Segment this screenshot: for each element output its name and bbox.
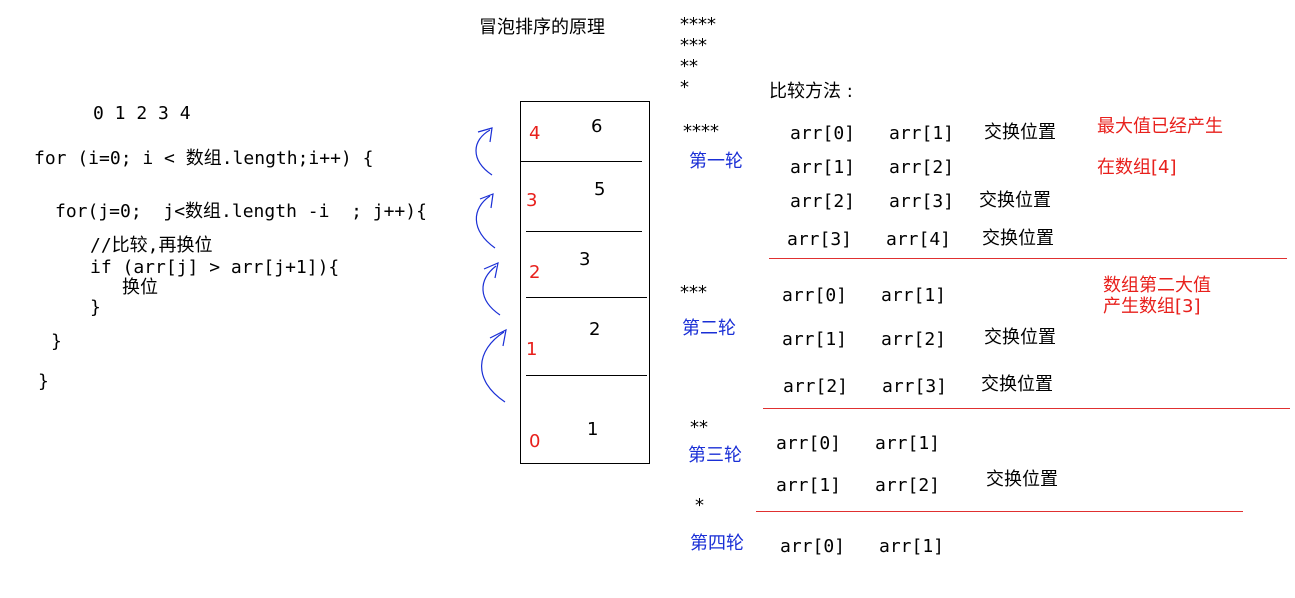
- swap-text: 交换位置: [984, 122, 1056, 143]
- cell-value: 6: [591, 116, 603, 137]
- round-stars: **: [690, 417, 708, 438]
- arrow-curve-1: [475, 129, 493, 176]
- compare-a: arr[1]: [790, 157, 856, 178]
- close-outer-brace: }: [38, 371, 49, 392]
- if-line: if (arr[j] > arr[j+1]){: [90, 257, 340, 278]
- round-note: 在数组[4]: [1097, 157, 1177, 178]
- stars-line: *: [680, 77, 689, 98]
- arrow-curve-3: [482, 265, 501, 316]
- round-separator: [769, 258, 1287, 259]
- cell-value: 5: [594, 179, 606, 200]
- cell-divider-2: [526, 231, 642, 232]
- close-inner-brace: }: [51, 331, 62, 352]
- round-note: 产生数组[3]: [1103, 296, 1201, 317]
- round-label: 第一轮: [689, 151, 743, 172]
- cell-divider-3: [526, 297, 647, 298]
- compare-b: arr[4]: [886, 229, 952, 250]
- cell-index: 3: [526, 190, 538, 211]
- swap-text: 交换位置: [986, 469, 1058, 490]
- round-separator: [756, 511, 1243, 512]
- compare-b: arr[2]: [881, 329, 947, 350]
- cell-index: 2: [529, 262, 541, 283]
- array-box: [520, 101, 650, 464]
- compare-b: arr[3]: [889, 191, 955, 212]
- compare-b: arr[2]: [875, 475, 941, 496]
- arrow-head-4: [489, 328, 507, 347]
- round-label: 第三轮: [688, 445, 742, 466]
- inner-loop-line: for(j=0; j<数组.length -i ; j++){: [55, 201, 427, 222]
- cell-value: 1: [587, 419, 599, 440]
- cell-value: 2: [589, 319, 601, 340]
- round-separator: [763, 408, 1290, 409]
- compare-a: arr[0]: [776, 433, 842, 454]
- compare-a: arr[3]: [787, 229, 853, 250]
- swap-text: 交换位置: [982, 228, 1054, 249]
- stars-line: **: [680, 56, 698, 77]
- round-stars: *: [695, 495, 704, 516]
- round-note: 最大值已经产生: [1097, 116, 1223, 137]
- compare-b: arr[1]: [881, 285, 947, 306]
- cell-index: 4: [529, 123, 541, 144]
- compare-a: arr[0]: [790, 123, 856, 144]
- swap-line: 换位: [122, 277, 158, 298]
- cell-index: 0: [529, 431, 541, 452]
- arrow-curve-4: [481, 331, 506, 403]
- comment-line: //比较,再换位: [90, 235, 213, 256]
- cell-index: 1: [526, 339, 538, 360]
- compare-a: arr[2]: [783, 376, 849, 397]
- compare-b: arr[1]: [875, 433, 941, 454]
- compare-a: arr[0]: [780, 536, 846, 557]
- method-label: 比较方法 :: [769, 81, 853, 102]
- cell-divider-1: [520, 161, 642, 162]
- compare-a: arr[1]: [776, 475, 842, 496]
- outer-loop-line: for (i=0; i < 数组.length;i++) {: [34, 148, 374, 169]
- index-header: 0 1 2 3 4: [93, 103, 191, 124]
- compare-b: arr[1]: [889, 123, 955, 144]
- swap-text: 交换位置: [981, 374, 1053, 395]
- arrow-head-2: [479, 193, 494, 209]
- compare-a: arr[1]: [782, 329, 848, 350]
- arrow-head-1: [477, 127, 493, 143]
- swap-text: 交换位置: [979, 190, 1051, 211]
- swap-text: 交换位置: [984, 327, 1056, 348]
- close-if-brace: }: [90, 297, 101, 318]
- round-label: 第二轮: [682, 318, 736, 339]
- cell-divider-4: [526, 375, 647, 376]
- round-stars: ***: [680, 282, 707, 303]
- cell-value: 3: [579, 249, 591, 270]
- compare-b: arr[2]: [889, 157, 955, 178]
- arrow-head-3: [483, 261, 499, 279]
- stars-line: ****: [680, 14, 716, 35]
- round-label: 第四轮: [690, 533, 744, 554]
- compare-a: arr[2]: [790, 191, 856, 212]
- diagram-title: 冒泡排序的原理: [479, 17, 605, 38]
- round-stars: ****: [683, 121, 719, 142]
- compare-b: arr[1]: [879, 536, 945, 557]
- round-note: 数组第二大值: [1103, 275, 1211, 296]
- compare-a: arr[0]: [782, 285, 848, 306]
- arrow-curve-2: [475, 195, 496, 249]
- compare-b: arr[3]: [882, 376, 948, 397]
- stars-line: ***: [680, 35, 707, 56]
